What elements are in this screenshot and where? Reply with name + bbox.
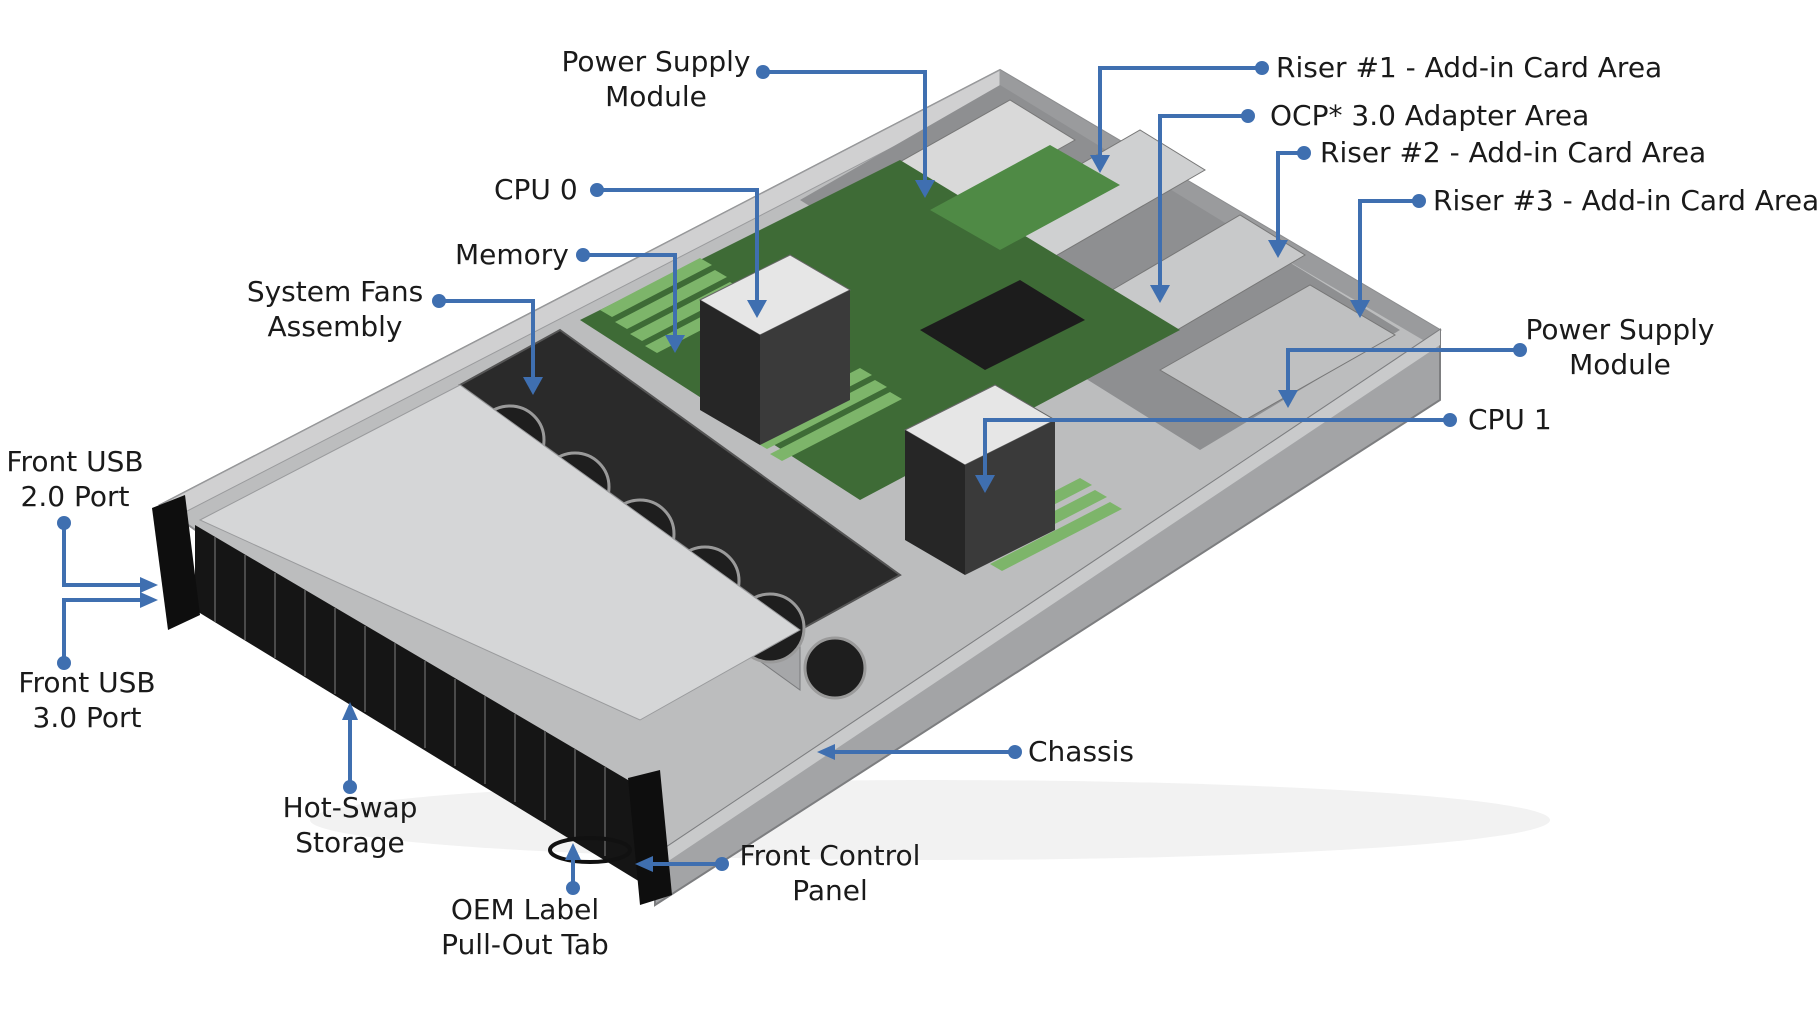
label-hot-swap-storage: Hot-Swap Storage: [282, 791, 418, 859]
chassis-side-rail: [655, 330, 1440, 870]
callout-arrowheads: [140, 155, 1370, 872]
oem-pull-tab: [548, 836, 632, 864]
label-psu-top: Power Supply Module: [561, 45, 751, 113]
label-oem-pull-tab: OEM Label Pull-Out Tab: [441, 893, 609, 961]
front-control-panel-ear: [628, 770, 672, 905]
drive-cage-top: [198, 384, 801, 721]
hot-swap-drive-bezel: [195, 525, 645, 885]
ocp-heatsink: [920, 280, 1085, 370]
label-cpu0: CPU 0: [494, 173, 578, 206]
riser3-cage: [1159, 284, 1396, 421]
label-chassis: Chassis: [1028, 735, 1134, 768]
label-cpu1: CPU 1: [1468, 403, 1552, 436]
label-front-control-panel: Front Control Panel: [739, 839, 921, 907]
label-riser2: Riser #2 - Add-in Card Area: [1320, 136, 1707, 169]
cpu0-heatsink: [698, 254, 852, 445]
label-usb3: Front USB 3.0 Port: [18, 666, 156, 734]
label-system-fans: System Fans Assembly: [246, 275, 424, 343]
label-ocp: OCP* 3.0 Adapter Area: [1270, 99, 1590, 132]
chassis-rear-wall: [1000, 70, 1440, 350]
left-rack-ear: [152, 495, 200, 630]
label-usb2: Front USB 2.0 Port: [6, 445, 144, 513]
callout-dots: [57, 61, 1527, 895]
callout-lines: [62, 66, 1520, 888]
slot-area: [930, 145, 1120, 250]
label-psu-right: Power Supply Module: [1525, 313, 1715, 381]
label-memory: Memory: [455, 238, 569, 271]
label-riser1: Riser #1 - Add-in Card Area: [1276, 51, 1663, 84]
label-riser3: Riser #3 - Add-in Card Area: [1433, 184, 1819, 217]
